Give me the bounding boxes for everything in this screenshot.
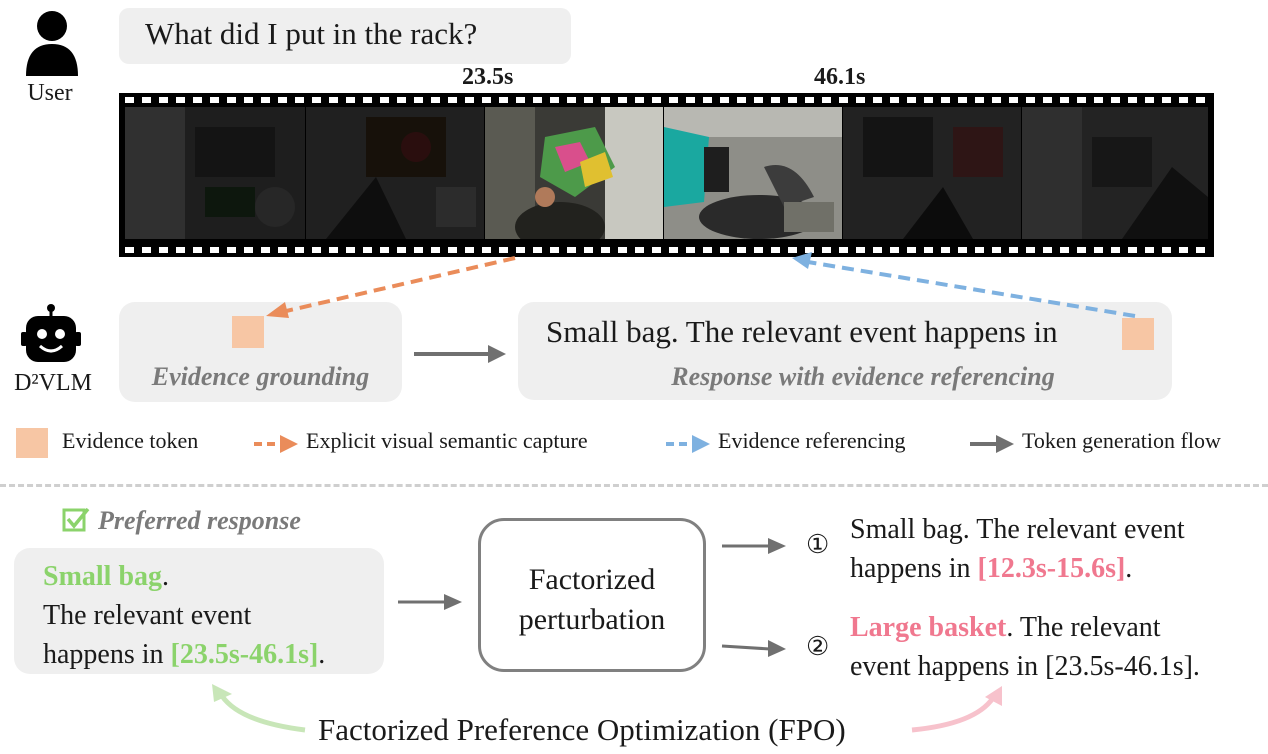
user-label: User — [27, 80, 73, 106]
legend-evidence-token-swatch — [16, 428, 48, 458]
response-caption: Response with evidence referencing — [671, 362, 1055, 391]
start-time-label: 23.5s — [462, 64, 514, 90]
preferred-interval: [23.5s-46.1s] — [170, 639, 319, 670]
negative-2-marker: ② — [806, 632, 830, 661]
model-label: D²VLM — [14, 370, 92, 396]
user-icon — [26, 11, 78, 76]
legend-flow-arrow — [970, 435, 1014, 453]
negative-1-text: Small bag. The relevant event happens in… — [850, 514, 1185, 584]
preferred-response-bubble — [14, 548, 384, 674]
robot-icon — [21, 304, 81, 362]
perturbation-box — [478, 518, 706, 672]
response-evidence-token — [1122, 318, 1154, 350]
video-frame-2 — [306, 107, 484, 239]
flow-arrow-to-negative-1 — [722, 538, 786, 554]
response-bubble — [518, 302, 1172, 400]
legend-flow-label: Token generation flow — [1022, 428, 1221, 453]
video-frame-1 — [125, 107, 305, 239]
legend-visual-capture-arrow — [254, 435, 298, 453]
section-divider — [0, 484, 1268, 487]
negative-1-marker: ① — [806, 530, 830, 559]
preferred-response-text: Small bag. The relevant event happens in… — [43, 557, 325, 674]
video-frame-3 — [485, 107, 663, 239]
fpo-arrow-pink — [911, 686, 1002, 733]
preferred-line-2: The relevant event — [43, 600, 252, 631]
preferred-line-3: happens in [23.5s-46.1s]. — [43, 639, 326, 670]
grounding-evidence-token — [232, 316, 264, 348]
grounding-caption: Evidence grounding — [151, 362, 370, 391]
negative-1-interval: [12.3s-15.6s] — [977, 553, 1126, 584]
video-frame-6 — [1022, 107, 1208, 239]
fpo-arrow-green — [212, 684, 306, 733]
legend-visual-capture-label: Explicit visual semantic capture — [306, 428, 588, 453]
perturbation-label: Factorized perturbation — [518, 563, 666, 636]
checkbox-icon — [62, 507, 90, 532]
token-flow-arrow-main — [414, 345, 506, 363]
flow-arrow-to-negative-2 — [721, 640, 786, 657]
film-sprocket-holes-bottom — [125, 247, 1208, 253]
fpo-label: Factorized Preference Optimization (FPO) — [318, 712, 846, 747]
negative-2-answer: Large basket — [850, 612, 1007, 643]
evidence-referencing-arrow — [792, 252, 1136, 318]
film-sprocket-holes-top — [125, 97, 1208, 103]
user-question-text: What did I put in the rack? — [145, 16, 478, 51]
video-frame-5 — [843, 107, 1021, 239]
video-filmstrip — [119, 93, 1214, 257]
preferred-header: Preferred response — [98, 506, 301, 535]
response-text: Small bag. The relevant event happens in — [546, 314, 1058, 349]
user-question-bubble — [119, 8, 571, 64]
preferred-answer: Small bag — [43, 561, 163, 592]
video-frame-4 — [664, 107, 842, 239]
preferred-line-1: Small bag. — [43, 561, 170, 592]
negative-2-text: Large basket. The relevant event happens… — [850, 612, 1200, 682]
flow-arrow-to-perturbation — [398, 594, 462, 610]
legend-referencing-arrow — [666, 435, 710, 453]
end-time-label: 46.1s — [814, 64, 866, 90]
legend-evidence-token-label: Evidence token — [62, 428, 199, 453]
visual-capture-arrow — [266, 256, 516, 318]
legend-referencing-label: Evidence referencing — [718, 428, 906, 453]
